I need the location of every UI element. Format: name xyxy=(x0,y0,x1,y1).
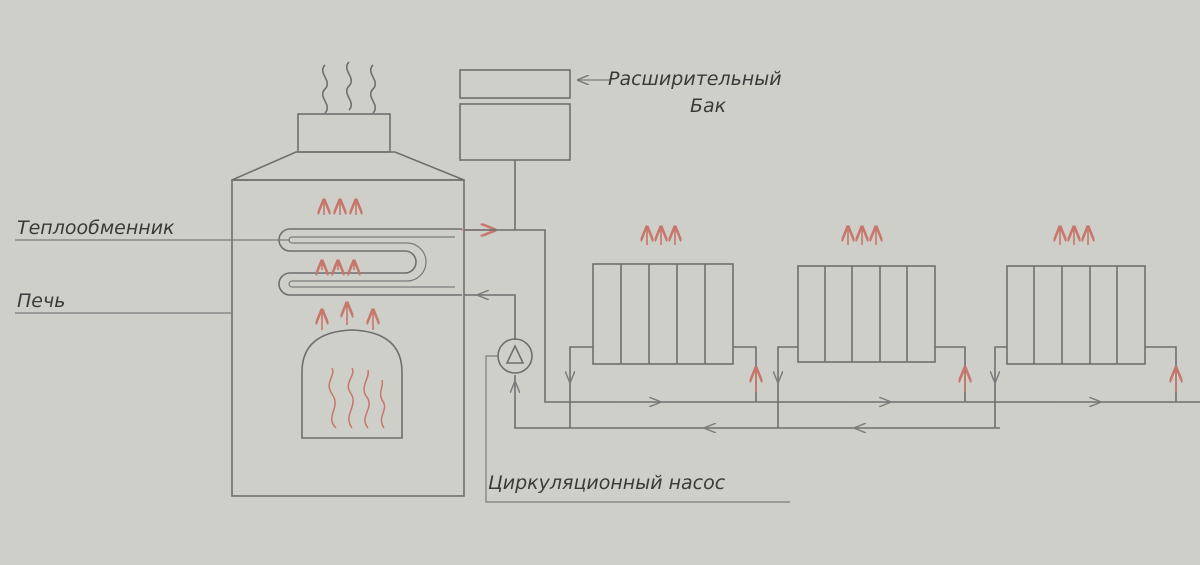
radiator-2 xyxy=(778,227,965,428)
return-pipe xyxy=(464,295,1000,428)
expansion-tank-label-line2: Бак xyxy=(690,95,727,117)
flame-icon xyxy=(328,367,386,429)
stove-body xyxy=(231,113,465,497)
circulation-pump-label: Циркуляционный насос xyxy=(488,472,726,494)
pump-triangle-icon xyxy=(485,338,790,503)
steam-icon xyxy=(321,61,377,114)
expansion-tank xyxy=(459,69,610,230)
firebox xyxy=(301,329,403,439)
supply-pipe xyxy=(462,230,1200,402)
leader-lines xyxy=(15,239,290,314)
heat-up-arrow-icon xyxy=(322,200,373,330)
radiator-3 xyxy=(995,227,1176,428)
expansion-tank-label-line1: Расширительный xyxy=(608,68,782,90)
radiator-1 xyxy=(570,227,756,428)
stove-label: Печь xyxy=(17,290,66,312)
heat-exchanger-label: Теплообменник xyxy=(17,217,175,239)
heat-exchanger-coil xyxy=(278,228,462,296)
